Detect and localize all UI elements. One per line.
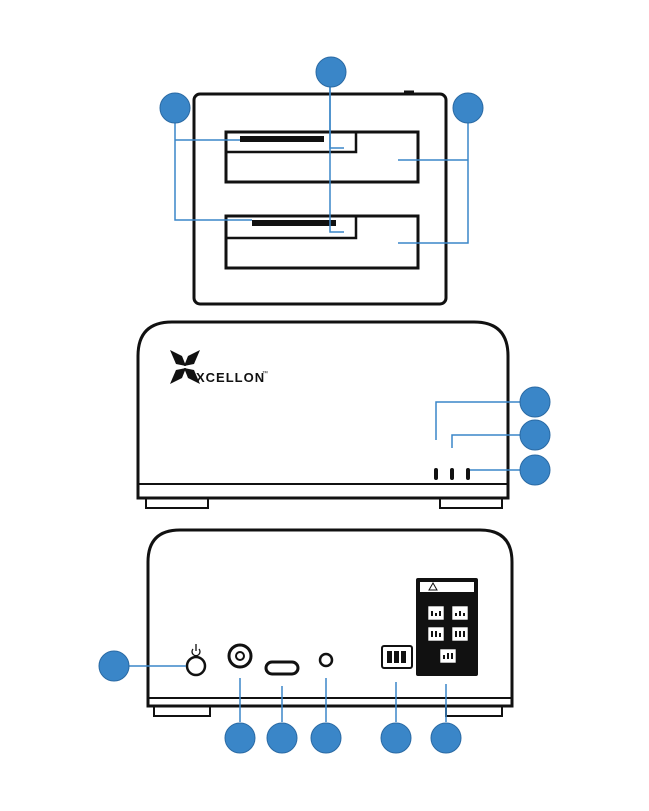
rear-view [128,530,512,722]
callout-rear-left-power [99,651,129,681]
callout-rear-bottom-usbc [267,723,297,753]
brand-trademark: ™ [262,370,268,377]
sata-connector-2 [252,220,336,226]
dip-switch [382,646,412,668]
callout-top-left [160,93,190,123]
usb-c-port [266,662,298,674]
callout-front-right-3 [520,455,550,485]
led-2 [450,468,454,480]
brand-name: XCELLON [196,370,265,385]
top-view-body [194,94,446,304]
clone-button [320,654,332,666]
dip-switch-icon [387,651,406,663]
front-view: XCELLON ™ [138,322,522,508]
led-3 [466,468,470,480]
led-1 [434,468,438,480]
dc-power-jack [229,645,251,667]
callout-top-right [453,93,483,123]
drive-bay-2 [226,216,418,268]
callout-rear-bottom-label [431,723,461,753]
sata-connector-1 [240,136,324,142]
callout-front-right-1 [520,387,550,417]
callout-rear-bottom-dip [381,723,411,753]
drive-bay-1 [226,132,418,182]
callout-rear-bottom-dc [225,723,255,753]
mode-label-panel [416,578,478,676]
callout-front-right-2 [520,420,550,450]
callout-top-center [316,57,346,87]
callout-rear-bottom-button [311,723,341,753]
top-view [175,80,468,304]
